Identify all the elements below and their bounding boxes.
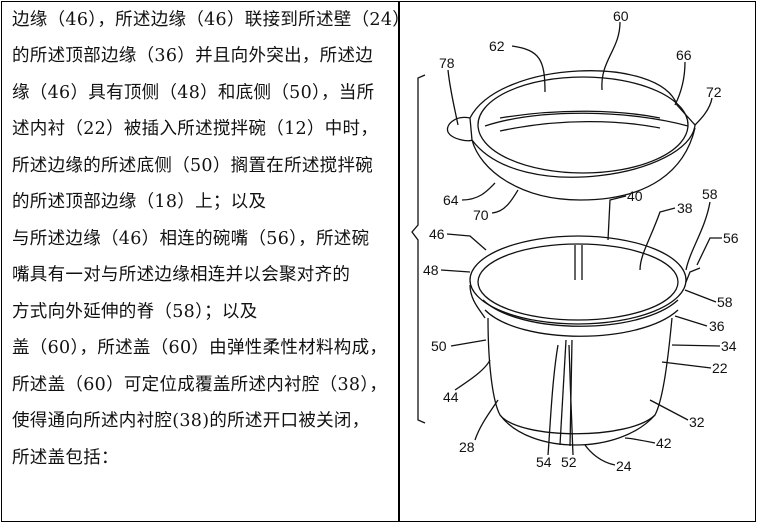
column-divider [398, 2, 400, 521]
ref-label: 58 [717, 294, 733, 310]
ref-label: 48 [423, 262, 439, 278]
ref-label: 60 [613, 8, 629, 24]
ref-label: 56 [723, 230, 739, 246]
reference-numerals: 60 62 66 78 72 64 70 40 38 58 46 56 48 5… [423, 8, 739, 474]
ref-label: 64 [443, 192, 459, 208]
lid-drawing [446, 70, 696, 201]
bowl-liner-drawing [469, 235, 701, 447]
claim-line: 所述盖（60）可定位成覆盖所述内衬腔（38）， [12, 375, 388, 395]
claim-line: 的所述顶部边缘（18）上；以及 [12, 192, 267, 212]
claim-line: 所述边缘的所述底侧（50）搁置在所述搅拌碗 [12, 156, 374, 176]
claim-line: 方式向外延伸的脊（58）；以及 [12, 302, 258, 322]
claim-line: 缘（46）具有顶侧（48）和底侧（50），当所 [12, 83, 375, 103]
ref-label: 36 [709, 318, 725, 334]
ref-label: 40 [627, 188, 643, 204]
ref-label: 50 [431, 338, 447, 354]
ref-label: 34 [721, 338, 737, 354]
claim-line: 的所述顶部边缘（36）并且向外突出，所述边 [12, 46, 374, 66]
claim-line: 嘴具有一对与所述边缘相连并以会聚对齐的 [12, 265, 351, 285]
claim-line: 与所述边缘（46）相连的碗嘴（56），所述碗 [12, 229, 370, 249]
claim-line: 所述盖包括： [12, 448, 119, 468]
ref-label: 38 [677, 200, 693, 216]
ref-label: 52 [561, 454, 577, 470]
ref-label: 44 [443, 389, 459, 405]
leader-lines [440, 21, 722, 466]
ref-label: 32 [689, 414, 705, 430]
ref-label: 22 [712, 360, 728, 376]
ref-label: 28 [459, 439, 475, 455]
patent-drawing: 60 62 66 78 72 64 70 40 38 58 46 56 48 5… [411, 8, 739, 474]
ref-label: 46 [429, 226, 445, 242]
ref-label: 66 [676, 47, 692, 63]
ref-label: 58 [702, 186, 718, 202]
ref-label: 62 [489, 38, 505, 54]
ref-label: 78 [439, 55, 455, 71]
ref-label: 54 [536, 454, 552, 470]
assembly-brace [411, 74, 426, 424]
ref-label: 72 [706, 84, 722, 100]
claim-line: 盖（60），所述盖（60）由弹性柔性材料构成， [12, 338, 388, 358]
ref-label: 42 [656, 435, 672, 451]
claim-line: 使得通向所述内衬腔(38)的所述开口被关闭， [12, 411, 370, 431]
ref-label: 24 [616, 458, 632, 474]
claim-line: 边缘（46），所述边缘（46）联接到所述壁（24） [12, 10, 411, 30]
ref-label: 70 [473, 207, 489, 223]
claim-line: 述内衬（22）被插入所述搅拌碗（12）中时， [12, 119, 379, 139]
